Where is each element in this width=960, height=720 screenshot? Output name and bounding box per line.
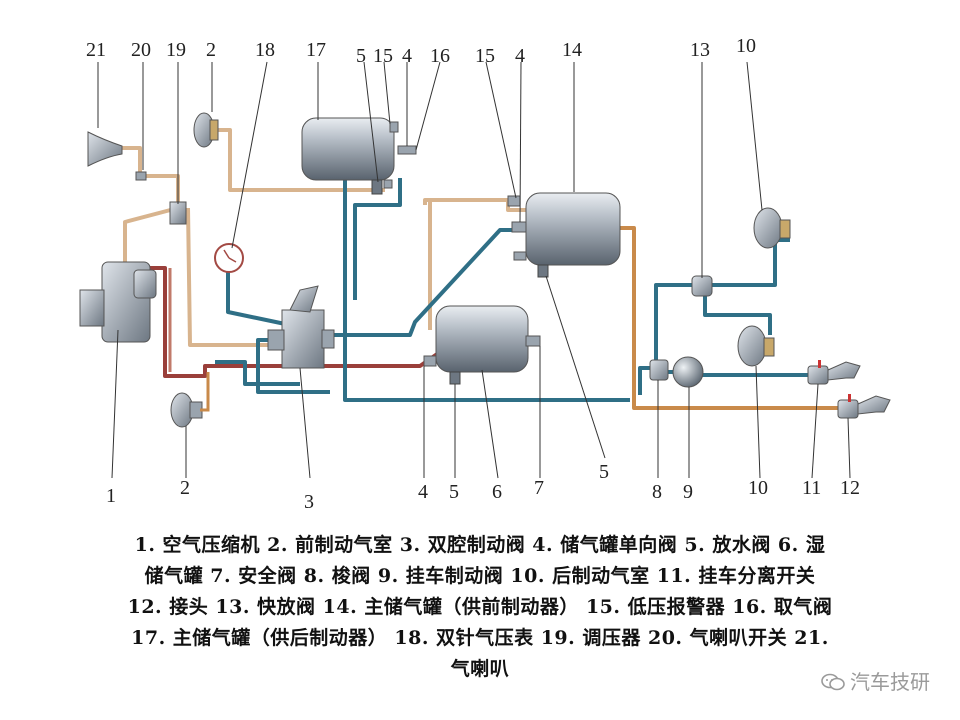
callout-12: 12 — [840, 477, 860, 499]
pipe-horn — [120, 146, 180, 262]
front-brake-chamber-top — [193, 112, 219, 148]
callout-17: 17 — [306, 39, 326, 61]
callout-6: 6 — [492, 481, 502, 503]
governor — [169, 201, 187, 225]
callout-2-bottom: 2 — [180, 477, 190, 499]
legend-line-2: 储气罐 7. 安全阀 8. 梭阀 9. 挂车制动阀 10. 后制动气室 11. … — [144, 565, 816, 587]
pipe-front-tank-brake — [343, 180, 630, 402]
callout-19: 19 — [166, 39, 186, 61]
trailer-separation-switch-upper — [807, 360, 829, 385]
legend-line-1: 1. 空气压缩机 2. 前制动气室 3. 双腔制动阀 4. 储气罐单向阀 5. … — [134, 534, 826, 556]
pipe-quick-release-down — [703, 295, 772, 335]
pipe-left-low — [215, 360, 300, 386]
pipe-trailer-supply — [620, 226, 840, 410]
callout-10-top: 10 — [736, 35, 756, 57]
wet-air-tank — [423, 305, 541, 385]
legend-line-3: 12. 接头 13. 快放阀 14. 主储气罐（供前制动器） 15. 低压报警器… — [127, 596, 833, 618]
pipe-compressor-out — [150, 266, 442, 378]
pipe-front-chamber-bottom — [200, 372, 210, 412]
watermark-text: 汽车技研 — [850, 670, 930, 694]
legend-line-4: 17. 主储气罐（供后制动器） 18. 双针气压表 19. 调压器 20. 气喇… — [131, 627, 829, 649]
front-main-air-tank — [507, 192, 621, 278]
callout-9: 9 — [683, 481, 693, 503]
dual-chamber-brake-valve — [267, 285, 335, 369]
callout-4-bottom: 4 — [418, 481, 428, 503]
air-compressor — [79, 261, 157, 343]
parts-legend: 1. 空气压缩机 2. 前制动气室 3. 双腔制动阀 4. 储气罐单向阀 5. … — [0, 530, 960, 685]
front-brake-chamber-bottom — [170, 392, 203, 428]
trailer-brake-valve — [672, 356, 704, 388]
callout-20: 20 — [131, 39, 151, 61]
callout-14: 14 — [562, 39, 582, 61]
callout-15-right: 15 — [475, 45, 495, 67]
leader-lines — [97, 61, 851, 479]
callout-5-bottom: 5 — [449, 481, 459, 503]
callout-15-top: 15 — [373, 45, 393, 67]
pipe-gauge — [226, 272, 291, 327]
trailer-separation-switch-lower — [837, 394, 859, 419]
pipe-front-chamber-top — [212, 128, 385, 192]
bottom-callout-numbers: 1 2 3 4 5 6 7 5 8 9 10 11 12 — [106, 461, 860, 513]
wechat-icon — [821, 673, 845, 691]
callout-18: 18 — [255, 39, 275, 61]
pipe-to-quick-release — [654, 283, 692, 360]
horn-switch — [135, 171, 147, 181]
shuttle-valve — [649, 359, 669, 381]
callout-11: 11 — [802, 477, 821, 499]
top-callout-numbers: 21 20 19 2 18 17 5 15 4 16 15 4 14 13 10 — [86, 35, 756, 67]
callout-2-top: 2 — [206, 39, 216, 61]
callout-5-right: 5 — [599, 461, 609, 483]
gauge-needle — [223, 249, 237, 263]
pipe-governor — [186, 207, 290, 347]
pipe-quick-release-up — [712, 238, 790, 287]
trailer-coupler-lower — [857, 395, 891, 415]
legend-line-5: 气喇叭 — [450, 658, 510, 680]
rear-brake-chamber-top — [753, 207, 791, 249]
callout-3: 3 — [304, 491, 314, 513]
pipe-brake-valve-to-14 — [330, 228, 530, 337]
air-brake-system-diagram: 21 20 19 2 18 17 5 15 4 16 15 4 14 13 10… — [79, 35, 891, 513]
callout-4-right: 4 — [515, 45, 525, 67]
callout-16: 16 — [430, 45, 450, 67]
callout-10-bottom: 10 — [748, 477, 768, 499]
callout-1: 1 — [106, 485, 116, 507]
quick-release-valve — [691, 275, 713, 297]
rear-main-air-tank — [301, 117, 417, 195]
callout-7: 7 — [534, 477, 544, 499]
watermark: 汽车技研 — [820, 666, 930, 695]
callout-8: 8 — [652, 481, 662, 503]
pipe-upper-tank-blue — [353, 178, 402, 300]
callout-5-top: 5 — [356, 45, 366, 67]
callout-21: 21 — [86, 39, 106, 61]
trailer-coupler-upper — [827, 361, 861, 381]
air-horn — [87, 131, 123, 167]
callout-4-top: 4 — [402, 45, 412, 67]
pipe-shuttle-upper — [638, 366, 652, 395]
rear-brake-chamber-bottom — [737, 325, 775, 367]
callout-13: 13 — [690, 39, 710, 61]
